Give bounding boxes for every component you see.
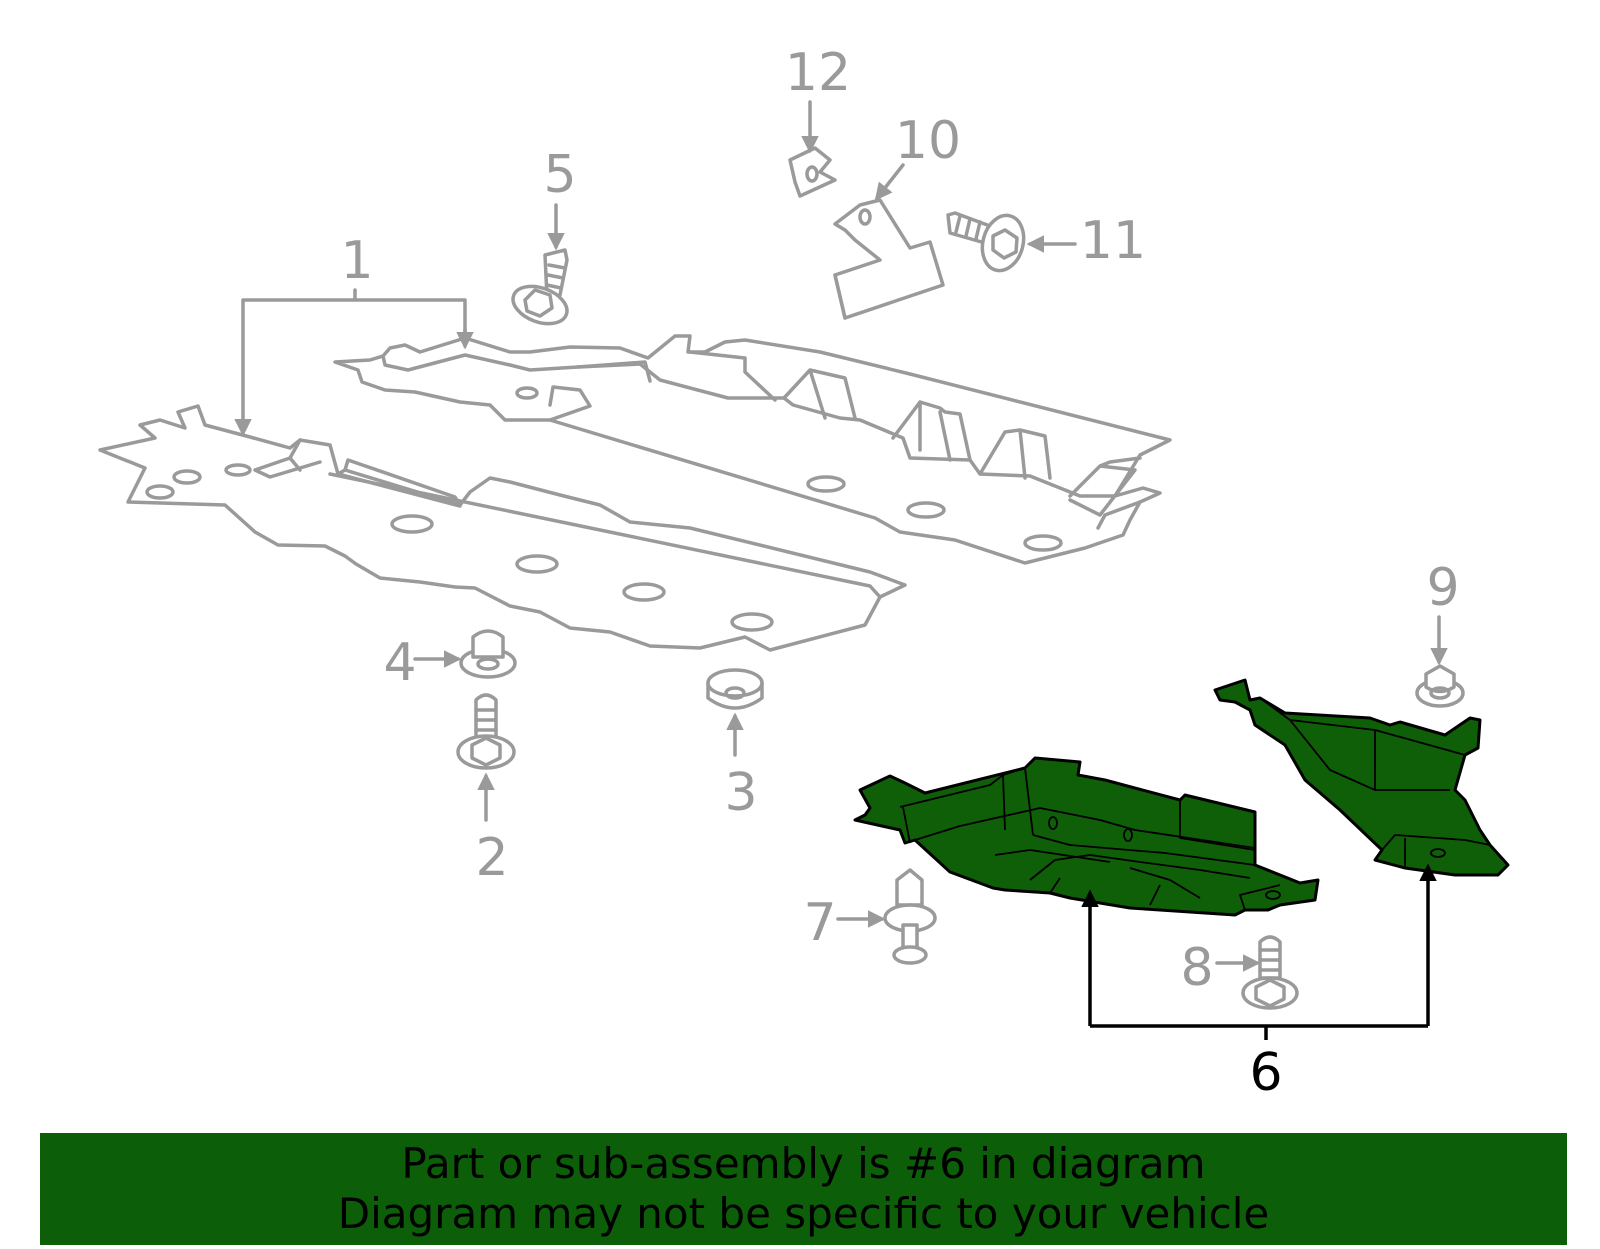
part-6-right-shield[interactable]	[1213, 678, 1510, 877]
parts-diagram: 1 5 12 10 11 4	[98, 43, 1510, 1103]
callout-11: 11	[1080, 211, 1146, 271]
callout-6: 6	[1249, 1043, 1282, 1103]
part-11-bolt[interactable]	[946, 211, 1030, 275]
part-2-bolt[interactable]	[456, 693, 516, 770]
part-9-nut[interactable]	[1415, 664, 1465, 708]
callout-1: 1	[340, 231, 373, 291]
callout-1-leader	[234, 288, 474, 437]
part-10-bracket[interactable]	[833, 198, 945, 320]
callout-3: 3	[724, 763, 757, 823]
part-4-grommet[interactable]	[459, 629, 517, 679]
callout-2: 2	[475, 828, 508, 888]
callout-12: 12	[785, 43, 851, 103]
callout-7: 7	[803, 893, 836, 953]
info-banner: Part or sub-assembly is #6 in diagram Di…	[40, 1133, 1567, 1245]
part-7-push-pin[interactable]	[883, 868, 937, 965]
banner-line-2: Diagram may not be specific to your vehi…	[337, 1189, 1270, 1238]
part-6-left-shield[interactable]	[853, 756, 1320, 917]
callout-9: 9	[1426, 558, 1459, 618]
callout-6-leader	[1081, 863, 1437, 1040]
part-3-nut[interactable]	[706, 668, 764, 710]
callout-10: 10	[895, 111, 961, 171]
callout-4: 4	[383, 633, 416, 693]
part-1-upper-shield[interactable]	[333, 334, 1172, 565]
part-8-bolt[interactable]	[1241, 935, 1299, 1010]
part-12-clip-nut[interactable]	[788, 146, 837, 198]
callout-8: 8	[1180, 938, 1213, 998]
banner-line-1: Part or sub-assembly is #6 in diagram	[401, 1139, 1206, 1188]
callout-5: 5	[543, 145, 576, 205]
part-5-bolt[interactable]	[508, 248, 572, 331]
